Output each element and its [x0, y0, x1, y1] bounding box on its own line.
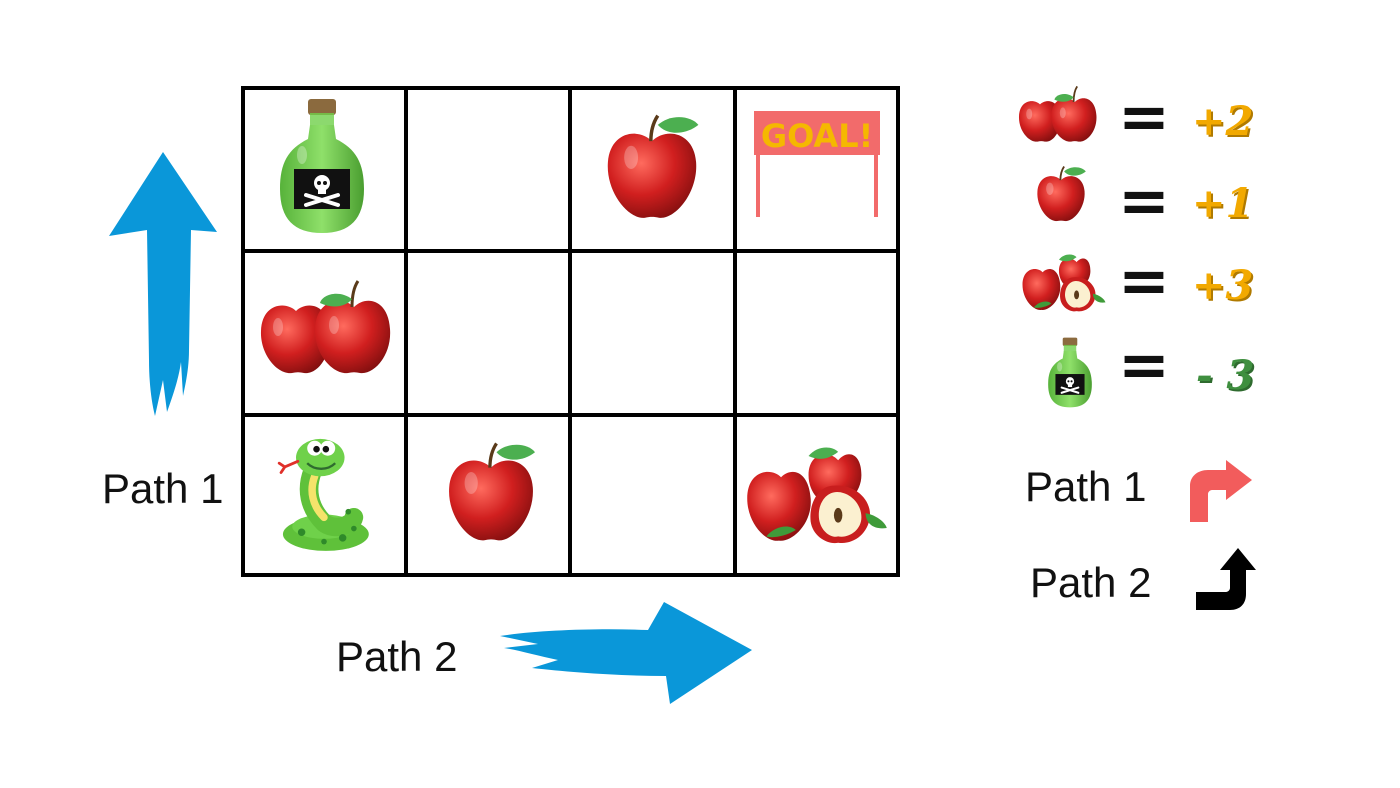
- path2-right-arrow-icon: [500, 602, 752, 704]
- cell-r1-c3[interactable]: [737, 253, 897, 413]
- apple-icon: [447, 441, 537, 542]
- cell-r2-c1[interactable]: [408, 417, 568, 577]
- legend-equals: =: [1118, 80, 1170, 153]
- cell-r0-c1[interactable]: [408, 89, 568, 249]
- game-board: GOAL!: [241, 86, 900, 577]
- cell-r0-c0[interactable]: [244, 89, 404, 249]
- legend-points-poison: - 3: [1196, 352, 1255, 399]
- goal-text: GOAL!: [761, 117, 873, 155]
- two-apples-icon: [259, 279, 392, 375]
- cell-r0-c2[interactable]: [572, 89, 732, 249]
- snake-icon: [244, 417, 404, 577]
- cell-r0-c3[interactable]: GOAL!: [737, 89, 897, 249]
- cell-r1-c1[interactable]: [408, 253, 568, 413]
- board-grid: [241, 86, 900, 577]
- path1-up-arrow-icon: [109, 152, 217, 416]
- path2-board-label: Path 2: [336, 633, 458, 680]
- cell-r2-c2[interactable]: [572, 417, 732, 577]
- legend-points-two-apples: +2: [1192, 98, 1254, 145]
- legend-equals: =: [1118, 244, 1170, 317]
- apple-bunch-icon: [747, 447, 887, 544]
- turn-right-arrow-icon: [1190, 460, 1252, 522]
- legend-apple-icon: [1014, 158, 1104, 238]
- legend-equals: =: [1118, 164, 1170, 237]
- poison-bottle-icon: [278, 97, 366, 235]
- cell-r1-c2[interactable]: [572, 253, 732, 413]
- legend-path1-label: Path 1: [1025, 463, 1147, 510]
- legend-equals: =: [1118, 328, 1170, 401]
- cell-r2-c0[interactable]: [244, 417, 404, 577]
- turn-up-arrow-icon: [1196, 548, 1256, 610]
- cell-r1-c0[interactable]: [244, 253, 404, 413]
- path1-board-label: Path 1: [102, 465, 224, 512]
- legend-apple-bunch-icon: [1018, 244, 1108, 324]
- legend-points-apple: +1: [1192, 180, 1254, 227]
- legend-two-apples-icon: [1014, 78, 1104, 158]
- goal-flag-icon: GOAL!: [754, 111, 880, 217]
- cell-r2-c3[interactable]: [737, 417, 897, 577]
- legend-path2-label: Path 2: [1030, 559, 1152, 606]
- legend-points-apple-bunch: +3: [1192, 262, 1254, 309]
- apple-icon: [606, 113, 701, 220]
- legend-poison-bottle-icon: [1022, 334, 1112, 414]
